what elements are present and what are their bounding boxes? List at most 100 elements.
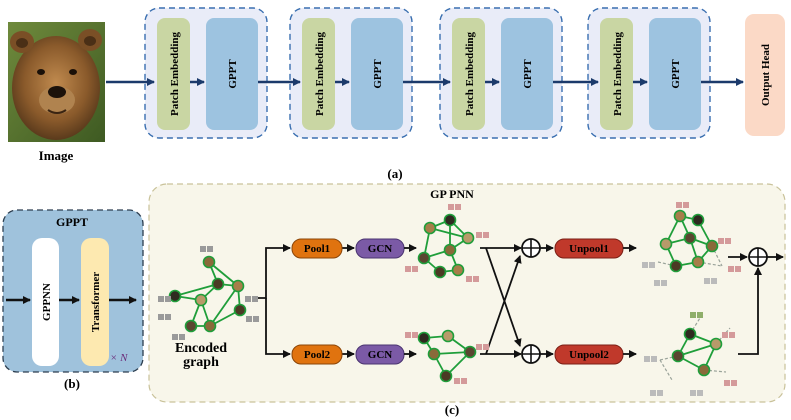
gppt-label: GPPT	[670, 59, 682, 89]
image-label: Image	[39, 148, 74, 163]
feature-square	[657, 390, 663, 396]
graph-node	[417, 251, 431, 265]
output-head-block	[745, 14, 785, 136]
feature-square	[405, 266, 411, 272]
patch-embedding-label: Patch Embedding	[169, 31, 181, 116]
feature-square	[690, 312, 696, 318]
graph-node	[697, 363, 711, 377]
stage-1: Patch Embedding GPPT	[144, 7, 268, 139]
feature-square	[165, 314, 171, 320]
graph-node	[673, 209, 687, 223]
graph-node	[203, 319, 217, 333]
feature-square	[165, 296, 171, 302]
gppt-label: GPPT	[522, 59, 534, 89]
graph-node	[451, 263, 465, 277]
patch-embedding-block	[452, 18, 485, 130]
graph-node	[441, 329, 455, 343]
graph-node	[683, 231, 697, 245]
stage-3: Patch Embedding GPPT	[439, 7, 563, 139]
graph-node	[671, 349, 685, 363]
feature-square	[253, 316, 259, 322]
pool2-label: Pool2	[304, 349, 331, 361]
feature-square	[483, 344, 489, 350]
graph-node	[705, 239, 719, 253]
feature-square	[724, 380, 730, 386]
feature-square	[158, 314, 164, 320]
graph-node	[202, 255, 216, 269]
feature-square	[158, 296, 164, 302]
patch-embedding-label: Patch Embedding	[314, 31, 326, 116]
branch-arrows	[254, 244, 355, 358]
pool1-label: Pool1	[304, 243, 330, 255]
feature-square	[405, 332, 411, 338]
stage-4: Patch Embedding GPPT	[587, 7, 711, 139]
feature-square	[649, 262, 655, 268]
feature-square	[651, 356, 657, 362]
feature-square	[735, 266, 741, 272]
bear-image	[8, 22, 105, 142]
graph-node	[691, 213, 705, 227]
graph-node	[233, 303, 247, 317]
feature-square	[455, 204, 461, 210]
feature-square	[448, 204, 454, 210]
gppt-label: GPPT	[227, 59, 239, 89]
graph-node	[423, 221, 437, 235]
feature-square	[690, 390, 696, 396]
gppt-label: GPPT	[372, 59, 384, 89]
gppt-block	[206, 18, 258, 130]
gppt-panel-title: GPPT	[56, 215, 88, 229]
stage-2: Patch Embedding GPPT	[289, 7, 413, 139]
gppt-block	[351, 18, 403, 130]
graph-node	[194, 293, 208, 307]
feature-square	[412, 332, 418, 338]
feature-square	[728, 266, 734, 272]
graph-label: graph	[183, 355, 219, 370]
feature-square	[461, 378, 467, 384]
feature-square	[704, 278, 710, 284]
gppnn-panel	[148, 183, 786, 403]
patch-embedding-block	[600, 18, 633, 130]
graph-node	[168, 289, 182, 303]
feature-square	[683, 202, 689, 208]
graph-node	[211, 277, 225, 291]
unpool1-label: Unpool1	[569, 243, 609, 255]
feature-square	[454, 378, 460, 384]
feature-square	[246, 316, 252, 322]
transformer-label: Transformer	[90, 272, 102, 332]
graph-node	[417, 331, 431, 345]
gcn2-label: GCN	[368, 349, 393, 361]
feature-square	[729, 332, 735, 338]
feature-square	[200, 246, 206, 252]
graph-node	[709, 337, 723, 351]
add-node-2	[521, 344, 541, 364]
feature-square	[483, 232, 489, 238]
pool1-block	[291, 238, 343, 259]
graph-node	[427, 347, 441, 361]
feature-square	[252, 296, 258, 302]
feature-square	[172, 334, 178, 340]
feature-square	[644, 356, 650, 362]
gppt-block	[501, 18, 553, 130]
feature-square	[711, 278, 717, 284]
graph-node	[691, 255, 705, 269]
transformer-block	[81, 238, 109, 366]
feature-square	[676, 202, 682, 208]
add-node-final	[748, 247, 768, 267]
patch-embedding-block	[157, 18, 190, 130]
feature-square	[722, 332, 728, 338]
gppnn-label: GPPNN	[41, 283, 53, 321]
caption-a: (a)	[387, 166, 402, 181]
feature-square	[697, 390, 703, 396]
patch-embedding-label: Patch Embedding	[464, 31, 476, 116]
unpool2-label: Unpool2	[569, 349, 609, 361]
graph-node	[659, 237, 673, 251]
feature-square	[642, 262, 648, 268]
graph-node	[443, 243, 457, 257]
graph-nodes	[168, 209, 723, 383]
feature-square	[697, 312, 703, 318]
feature-square	[718, 238, 724, 244]
graph-node	[439, 369, 453, 383]
feature-square	[476, 344, 482, 350]
add-node-1	[521, 238, 541, 258]
